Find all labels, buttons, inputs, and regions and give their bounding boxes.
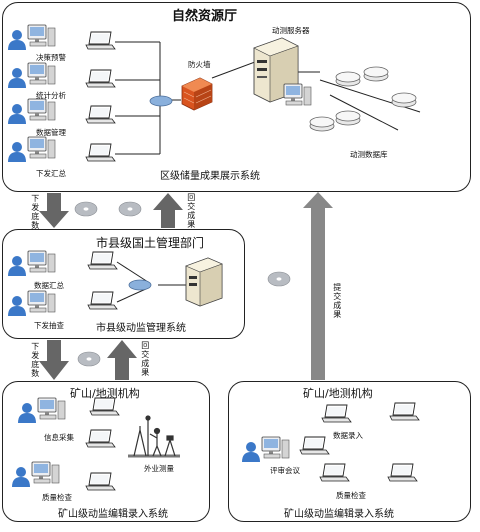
county-role-spotcheck: 下发抽查 (34, 321, 64, 330)
server-label: 动测服务器 (272, 26, 310, 35)
submit-disc-icon (267, 271, 291, 287)
flow-arrows-2 (39, 340, 137, 380)
province-title: 自然资源厅 (172, 9, 238, 24)
county-role-summary: 数据汇总 (34, 281, 64, 290)
mine-right-role-review: 评审会议 (270, 466, 300, 475)
mine-left-title: 矿山/地测机构 (70, 387, 140, 400)
flow2-up-label: 回交成果 (140, 341, 150, 377)
county-title: 市县级国土管理部门 (96, 236, 205, 250)
mine-left-role-qc: 质量检查 (42, 493, 72, 502)
flow-discs-1 (74, 201, 142, 217)
role-label-statistics: 统计分析 (36, 91, 66, 100)
mine-right-role-qc: 质量检查 (336, 491, 366, 500)
firewall-icon (181, 77, 213, 111)
mine-right-region (228, 381, 471, 522)
server-console-icon (283, 83, 312, 106)
mine-right-workstations (242, 402, 420, 482)
flow1-down-label: 下发底数 (30, 194, 40, 230)
county-network-lines (116, 261, 188, 303)
county-system-label: 市县级动监管理系统 (96, 323, 186, 334)
mine-left-role-collect: 信息采集 (44, 433, 74, 442)
county-server-icon (185, 257, 223, 307)
province-system-label: 区级储量成果展示系统 (160, 171, 260, 182)
mine-left-workstations (12, 397, 120, 491)
mine-left-system-label: 矿山级动监编辑录入系统 (58, 509, 168, 520)
mine-right-system-label: 矿山级动监编辑录入系统 (284, 509, 394, 520)
role-label-summary: 下发汇总 (36, 169, 66, 178)
submit-label: 提交成果 (332, 283, 342, 319)
firewall-label: 防火墙 (188, 60, 211, 69)
submit-arrow (303, 192, 333, 380)
flow2-down-label: 下发底数 (30, 342, 40, 378)
database-label: 动测数据库 (350, 150, 388, 159)
flow1-up-label: 回交成果 (186, 193, 196, 229)
role-label-data-management: 数据管理 (36, 128, 66, 137)
mine-right-role-entry: 数据录入 (333, 431, 363, 440)
monitoring-database-icon (309, 66, 417, 132)
county-hub-icon (128, 279, 152, 291)
field-survey-icon (128, 415, 180, 458)
mine-right-title: 矿山/地测机构 (303, 387, 373, 400)
flow-disc-2 (77, 351, 101, 367)
flow-arrows-1 (39, 193, 183, 228)
province-hub-icon (149, 95, 173, 107)
role-label-decision: 决策预警 (36, 53, 66, 62)
mine-left-role-survey: 外业测量 (144, 464, 174, 473)
